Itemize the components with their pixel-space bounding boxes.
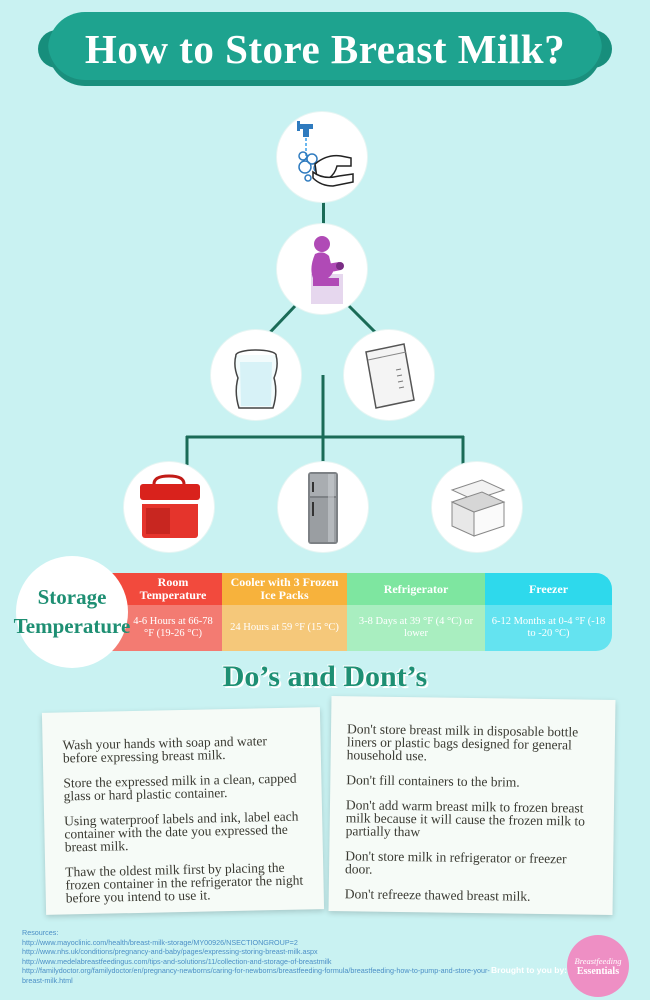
storage-temperature-badge: Storage Temperature — [13, 556, 131, 668]
freezer-icon — [450, 479, 506, 537]
logo-line2: Essentials — [576, 965, 620, 977]
temp-col-refrigerator: Refrigerator 3-8 Days at 39 °F (4 °C) or… — [347, 573, 485, 651]
temp-head-refrigerator: Refrigerator — [347, 573, 485, 605]
brought-to-you-by: Brought to you by: — [491, 965, 568, 975]
resource-link[interactable]: http://www.medelabreastfeedingus.com/tip… — [22, 956, 332, 966]
logo-line1: Breastfeeding — [574, 955, 622, 966]
resources: Resources: http://www.mayoclinic.com/hea… — [22, 928, 492, 986]
storage-bag-icon — [365, 343, 415, 409]
donts-item: Don't fill containers to the brim. — [346, 772, 520, 790]
breast-pump-circle — [277, 224, 367, 314]
storage-label-line2: Temperature — [13, 614, 131, 638]
resources-title: Resources: — [22, 928, 59, 937]
title-banner: How to Store Breast Milk? — [38, 12, 612, 86]
cooler-icon — [140, 474, 200, 538]
cooler-circle — [124, 462, 214, 552]
temp-body-cooler: 24 Hours at 59 °F (15 °C) — [222, 605, 347, 651]
temp-head-cooler: Cooler with 3 Frozen Ice Packs — [222, 573, 347, 605]
dos-item: Store the expressed milk in a clean, cap… — [63, 770, 297, 804]
refrigerator-circle — [278, 462, 368, 552]
dos-item: Wash your hands with soap and water befo… — [62, 733, 268, 766]
dos-item: Thaw the oldest milk first by placing th… — [65, 859, 304, 906]
resource-link[interactable]: http://www.mayoclinic.com/health/breast-… — [22, 937, 298, 947]
donts-item: Don't refreeze thawed breast milk. — [344, 886, 531, 904]
dos-item: Using waterproof labels and ink, label e… — [64, 808, 299, 855]
temp-col-cooler: Cooler with 3 Frozen Ice Packs 24 Hours … — [222, 573, 347, 651]
breastfeeding-essentials-logo: Breastfeeding Essentials — [567, 935, 629, 997]
storage-label-line1: Storage — [37, 585, 107, 609]
storage-bag-circle — [344, 330, 434, 420]
dos-card: Wash your hands with soap and water befo… — [41, 707, 325, 915]
donts-card: Don't store breast milk in disposable bo… — [328, 696, 616, 915]
temp-body-freezer: 6-12 Months at 0-4 °F (-18 to -20 °C) — [485, 605, 612, 651]
dos-and-donts-title: Do’s and Dont’s — [222, 660, 428, 693]
milk-container-circle — [211, 330, 301, 420]
donts-item: Don't add warm breast milk to frozen bre… — [345, 797, 586, 840]
connector-line — [322, 198, 325, 232]
handwashing-icon — [297, 121, 354, 187]
donts-item: Don't store breast milk in disposable bo… — [346, 721, 579, 764]
page-title: How to Store Breast Milk? — [84, 26, 566, 72]
freezer-circle — [432, 462, 522, 552]
storage-temperature-table: Room Temperature 4-6 Hours at 66-78 °F (… — [100, 573, 612, 651]
breast-pump-icon — [311, 236, 344, 304]
resource-link[interactable]: http://www.nhs.uk/conditions/pregnancy-a… — [22, 947, 318, 957]
milk-container-icon — [234, 349, 278, 409]
resource-link[interactable]: http://familydoctor.org/familydoctor/en/… — [22, 966, 490, 985]
temp-head-freezer: Freezer — [485, 573, 612, 605]
temp-body-refrigerator: 3-8 Days at 39 °F (4 °C) or lower — [347, 605, 485, 651]
handwashing-circle — [277, 112, 367, 202]
donts-item: Don't store milk in refrigerator or free… — [345, 848, 567, 877]
temp-col-freezer: Freezer 6-12 Months at 0-4 °F (-18 to -2… — [485, 573, 612, 651]
refrigerator-icon — [308, 472, 338, 544]
